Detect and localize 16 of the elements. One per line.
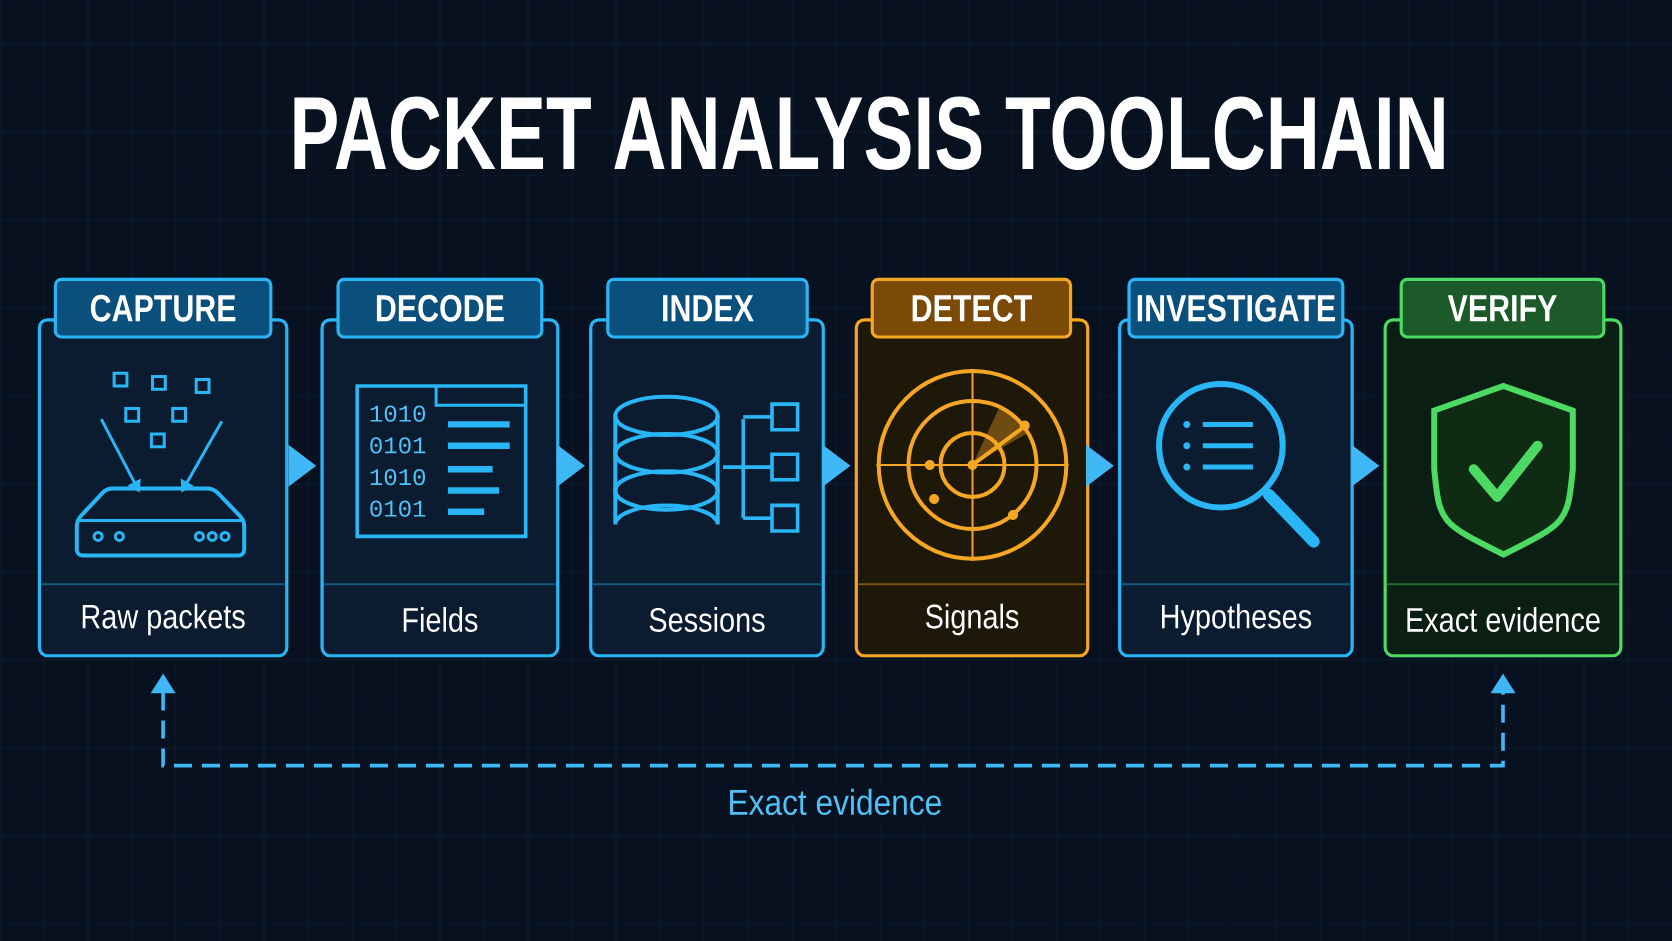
edge-label: Exact evidence xyxy=(723,784,947,820)
binary-text: 1010 xyxy=(370,405,426,422)
stage-card: INVESTIGATE Hypotheses xyxy=(1118,277,1354,658)
stage-card: DETECT Signals xyxy=(854,277,1090,658)
stage-card: INDEX Sessions xyxy=(589,277,825,658)
binary-text: 0101 xyxy=(370,500,426,517)
node-label: DECODE xyxy=(376,294,504,322)
node-label: DETECT xyxy=(912,294,1032,322)
node-label: CAPTURE xyxy=(90,294,236,322)
node-label: INDEX xyxy=(663,295,754,322)
binary-text: 1010 xyxy=(370,468,426,486)
stage-card: CAPTURE Raw packets xyxy=(37,277,289,658)
node-label: INVESTIGATE xyxy=(1137,294,1335,322)
title: PACKET ANALYSIS TOOLCHAIN xyxy=(294,96,1444,171)
binary-text: 0101 xyxy=(370,437,426,454)
node-label: VERIFY xyxy=(1447,295,1557,322)
